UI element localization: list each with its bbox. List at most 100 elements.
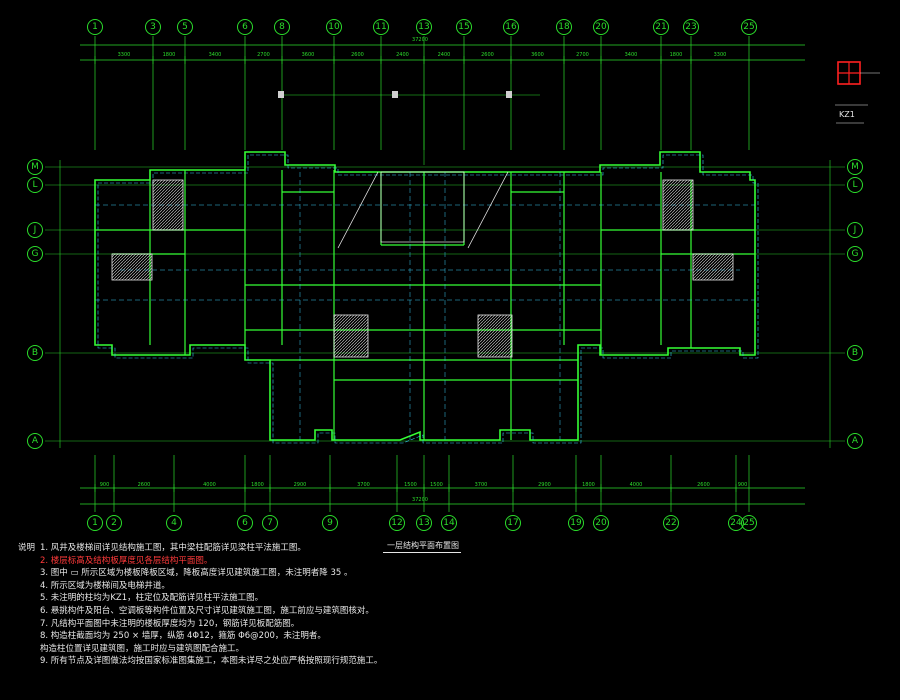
axis-bubble-bottom-13-circle [416, 515, 432, 531]
axis-bubble-bottom-20-circle [593, 515, 609, 531]
axis-bubble-top-25-circle [741, 19, 757, 35]
axis-bubble-top-21-circle [653, 19, 669, 35]
dim-bottom-13: 2600 [697, 482, 710, 488]
axis-bubble-bottom-20-text: 20 [595, 518, 607, 528]
note-item: 7. 凡结构平面图中未注明的楼板厚度均为 120，钢筋详见板配筋图。 [40, 618, 300, 629]
axis-bubble-bottom-4-text: 4 [171, 518, 177, 528]
dim-top-2: 1800 [163, 52, 176, 58]
stair-flight-left [337, 171, 379, 249]
note-item: 1. 风井及楼梯间详见结构施工图，其中梁柱配筋详见梁柱平法施工图。 [40, 543, 306, 553]
axis-bubble-top-3: 3 [145, 19, 161, 35]
axis-bubble-top-6: 6 [237, 19, 253, 35]
axis-bubble-top-13-circle [416, 19, 432, 35]
dim-top-5: 3600 [302, 52, 315, 58]
dim-top-6: 2600 [351, 52, 364, 58]
axis-bubble-bottom-22-circle [663, 515, 679, 531]
axis-bubble-top-8-text: 8 [279, 22, 285, 32]
axis-bubble-left-J-circle [27, 222, 43, 238]
axis-bubble-right-A-text: A [852, 436, 859, 446]
dim-top-9: 2600 [481, 52, 494, 58]
axis-bubble-bottom-14-text: 14 [443, 518, 455, 528]
hatched-shaft-3 [692, 253, 734, 281]
dim-top-3: 3400 [209, 52, 222, 58]
column-detail-kz1 [835, 61, 880, 124]
axis-bubble-top-20-circle [593, 19, 609, 35]
dim-top-10: 3600 [531, 52, 544, 58]
dim-bottom-4: 1800 [251, 482, 264, 488]
reference-marker-0 [278, 91, 284, 98]
drawing-title-underline [383, 552, 461, 553]
axis-bubble-top-1-text: 1 [92, 22, 98, 32]
total-dim-top: 37200 [412, 37, 428, 43]
axis-bubble-left-B-circle [27, 345, 43, 361]
axis-bubble-left-A-circle [27, 433, 43, 449]
axis-bubble-right-B-circle [847, 345, 863, 361]
axis-bubble-right-L-text: L [852, 180, 857, 190]
note-item: 6. 悬挑构件及阳台、空调板等构件位置及尺寸详见建筑施工图，施工前应与建筑图核对… [40, 606, 374, 616]
dim-top-8: 2400 [438, 52, 451, 58]
axis-bubble-top-20-text: 20 [595, 22, 607, 32]
axis-bubble-bottom-24: 24 [728, 515, 744, 531]
axis-bubble-bottom-25: 25 [741, 515, 757, 531]
axis-bubble-right-M-circle [847, 159, 863, 175]
axis-bubble-top-1-circle [87, 19, 103, 35]
axis-bubble-top-8-circle [274, 19, 290, 35]
axis-bubble-top-23-text: 23 [685, 22, 696, 32]
axis-bubble-bottom-12-text: 12 [391, 518, 402, 528]
axis-bubble-top-16-text: 16 [505, 22, 517, 32]
axis-bubble-left-J: J [27, 222, 43, 238]
axis-bubble-top-13: 13 [416, 19, 432, 35]
axis-bubble-bottom-4-circle [166, 515, 182, 531]
dim-bottom-5: 2900 [294, 482, 307, 488]
axis-bubble-left-G: G [27, 246, 43, 262]
axis-bubble-bottom-13: 13 [416, 515, 432, 531]
total-dim-bottom: 37200 [412, 497, 428, 503]
axis-bubble-bottom-19-text: 19 [570, 518, 582, 528]
dim-bottom-12: 4000 [630, 482, 643, 488]
axis-bubble-top-15-circle [456, 19, 472, 35]
axis-bubble-bottom-6-text: 6 [242, 518, 248, 528]
axis-bubble-right-J-text: J [853, 225, 857, 235]
axis-bubble-bottom-14-circle [441, 515, 457, 531]
axis-bubble-right-M: M [847, 159, 863, 175]
axis-bubble-bottom-20: 20 [593, 515, 609, 531]
axis-bubble-bottom-6-circle [237, 515, 253, 531]
dim-bottom-8: 1500 [430, 482, 443, 488]
dim-top-11: 2700 [576, 52, 589, 58]
axis-bubble-top-15: 15 [456, 19, 472, 35]
axis-bubble-bottom-24-text: 24 [730, 518, 742, 528]
note-item: 5. 未注明的柱均为KZ1，柱定位及配筋详见柱平法施工图。 [40, 593, 264, 604]
axis-bubble-bottom-1-circle [87, 515, 103, 531]
dim-top-13: 1800 [670, 52, 683, 58]
axis-bubble-top-1: 1 [87, 19, 103, 35]
axis-bubble-bottom-17-circle [505, 515, 521, 531]
axis-bubble-top-11-circle [373, 19, 389, 35]
axis-bubble-top-25: 25 [741, 19, 757, 35]
dim-bottom-9: 3700 [475, 482, 488, 488]
axis-bubble-bottom-12: 12 [389, 515, 405, 531]
building-structure [94, 91, 759, 444]
axis-bubble-top-13-text: 13 [418, 22, 429, 32]
dim-bottom-10: 2900 [538, 482, 551, 488]
dim-top-1: 3300 [118, 52, 131, 58]
axis-bubble-bottom-9: 9 [322, 515, 338, 531]
hatched-shaft-2 [662, 179, 694, 231]
dim-bottom-6: 3700 [357, 482, 370, 488]
axis-bubble-bottom-2: 2 [106, 515, 122, 531]
drawing-title: 一层结构平面布置图 [387, 541, 459, 550]
axis-bubble-top-5-text: 5 [182, 22, 188, 32]
note-item: 构造柱位置详见建筑图，施工时应与建筑图配合施工。 [40, 643, 245, 654]
axis-bubble-left-A-text: A [32, 436, 39, 446]
axis-bubble-left-J-text: J [33, 225, 37, 235]
axis-bubble-bottom-25-text: 25 [743, 518, 754, 528]
axis-bubble-bottom-19-circle [568, 515, 584, 531]
axis-bubble-right-L: L [847, 177, 863, 193]
axis-bubble-bottom-22: 22 [663, 515, 679, 531]
note-item: 3. 图中 ▭ 所示区域为楼板降板区域，降板高度详见建筑施工图，未注明者降 35… [40, 568, 353, 579]
axis-bubble-top-10: 10 [326, 19, 342, 35]
axis-bubble-bottom-25-circle [741, 515, 757, 531]
axis-bubble-top-21: 21 [653, 19, 669, 35]
axis-bubble-bottom-1: 1 [87, 515, 103, 531]
